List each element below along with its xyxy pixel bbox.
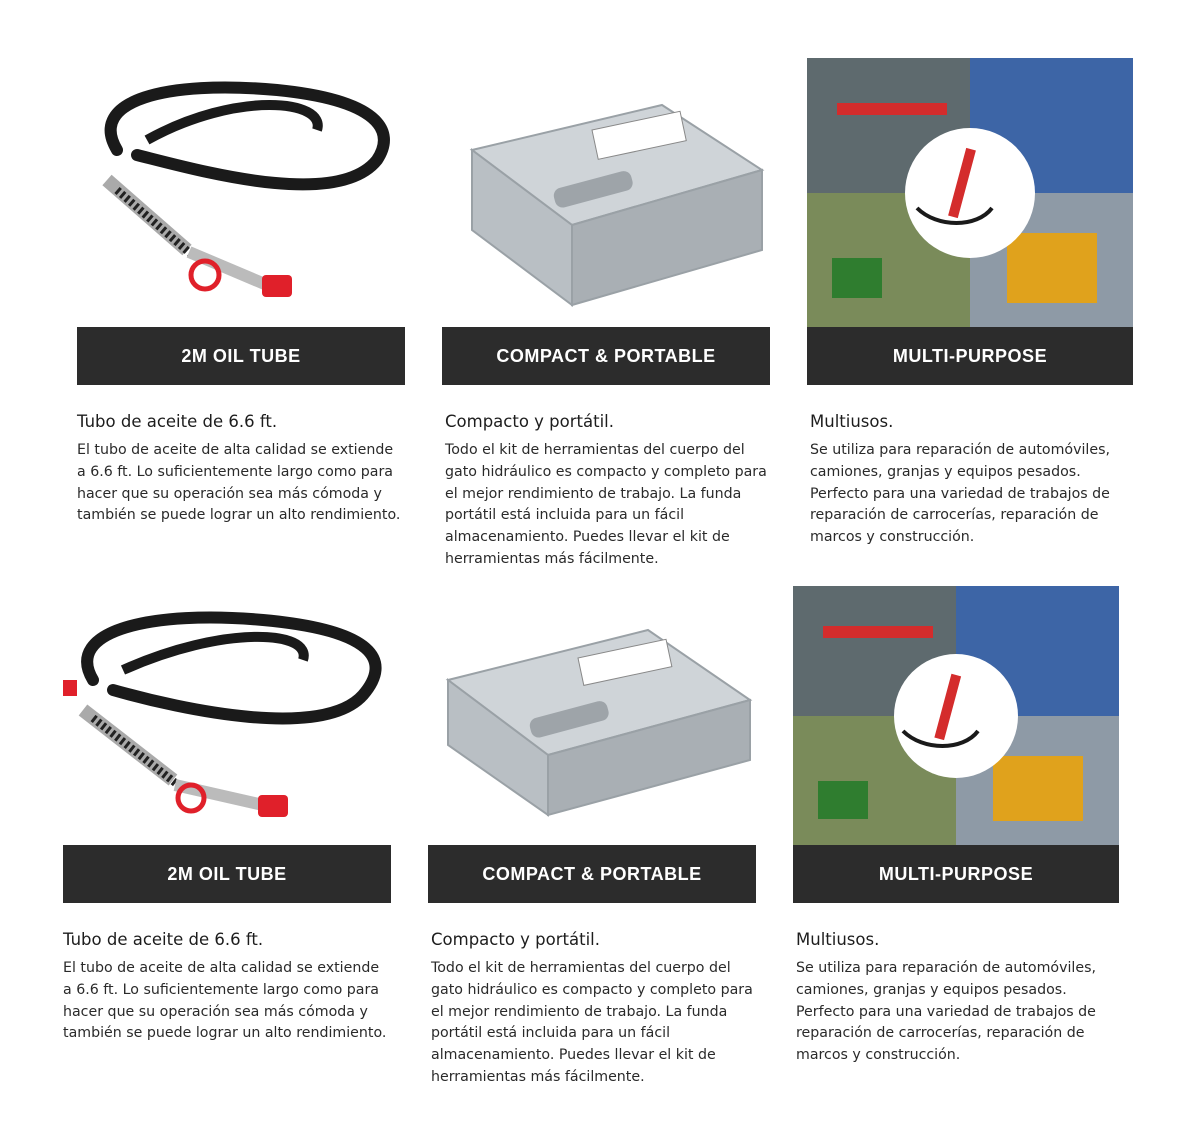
card-description: Se utiliza para reparación de automóvile…: [810, 442, 1110, 546]
banner-compact: COMPACT & PORTABLE: [442, 327, 770, 385]
card-description: Se utiliza para reparación de automóvile…: [796, 960, 1096, 1064]
card-title: Tubo de aceite de 6.6 ft.: [63, 930, 264, 949]
card-title: Multiusos.: [796, 930, 880, 949]
card-title: Compacto y portátil.: [445, 412, 614, 431]
banner-multi-purpose: MULTI-PURPOSE: [807, 327, 1133, 385]
banner-oil-tube: 2M OIL TUBE: [77, 327, 405, 385]
card-title: Compacto y portátil.: [431, 930, 600, 949]
oil-hose-image: [77, 60, 405, 330]
card-description: El tubo de aceite de alta calidad se ext…: [63, 960, 387, 1042]
banner-multi-purpose: MULTI-PURPOSE: [793, 845, 1119, 903]
banner-compact: COMPACT & PORTABLE: [428, 845, 756, 903]
multi-purpose-collage-image: [807, 58, 1133, 328]
card-title: Multiusos.: [810, 412, 894, 431]
card-description: El tubo de aceite de alta calidad se ext…: [77, 442, 401, 524]
oil-hose-image: [63, 600, 391, 870]
card-title: Tubo de aceite de 6.6 ft.: [77, 412, 278, 431]
banner-oil-tube: 2M OIL TUBE: [63, 845, 391, 903]
card-description: Todo el kit de herramientas del cuerpo d…: [431, 960, 753, 1085]
tool-case-image: [442, 90, 770, 360]
multi-purpose-collage-image: [793, 586, 1119, 846]
card-description: Todo el kit de herramientas del cuerpo d…: [445, 442, 767, 567]
tool-case-image: [428, 620, 756, 890]
